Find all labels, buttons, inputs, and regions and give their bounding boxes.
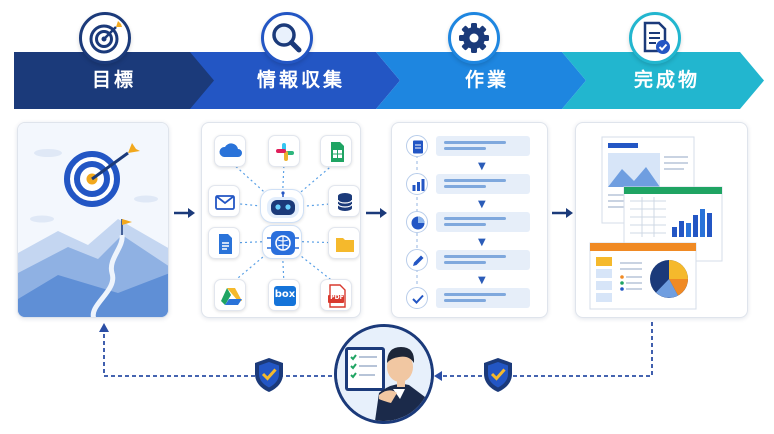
shield-check-icon bbox=[484, 358, 512, 392]
sheets-source bbox=[320, 135, 352, 167]
pdf-label: PDF bbox=[330, 294, 344, 301]
sources-card: box PDF bbox=[201, 122, 361, 318]
box-label: box bbox=[274, 289, 296, 300]
sheets-icon bbox=[331, 142, 344, 162]
stage-output-label: 完成物 bbox=[633, 69, 700, 91]
search-badge bbox=[261, 12, 313, 64]
step-4-node bbox=[406, 249, 428, 271]
stage-work-label: 作業 bbox=[464, 69, 509, 91]
stage-output: 完成物 bbox=[562, 52, 764, 109]
gear-icon bbox=[459, 23, 489, 53]
step-down-arrow: ▼ bbox=[478, 237, 486, 248]
step-down-arrow: ▼ bbox=[478, 275, 486, 286]
stage-work: 作業 bbox=[376, 52, 586, 109]
drive-icon bbox=[221, 288, 242, 305]
cloud-source bbox=[214, 135, 246, 167]
step-2-bar bbox=[436, 174, 530, 194]
folder-source bbox=[328, 227, 360, 259]
stage-output-shape bbox=[562, 52, 764, 109]
search-icon bbox=[272, 23, 302, 53]
step-3-node bbox=[406, 211, 428, 233]
step-5-bar bbox=[436, 288, 530, 308]
pdf-source: PDF bbox=[320, 279, 352, 311]
arrow-right-icon bbox=[174, 208, 195, 218]
step-down-arrow: ▼ bbox=[478, 161, 486, 172]
step-1-bar bbox=[436, 136, 530, 156]
docs-source bbox=[208, 227, 240, 259]
database-icon bbox=[337, 193, 353, 211]
slack-source bbox=[268, 135, 300, 167]
mail-source bbox=[208, 185, 240, 217]
check-icon bbox=[412, 294, 424, 304]
arrow-right-icon bbox=[366, 208, 387, 218]
box-source: box bbox=[268, 279, 300, 311]
drive-source bbox=[214, 279, 246, 311]
reviewer-avatar bbox=[334, 324, 434, 424]
cloud-icon bbox=[219, 143, 242, 157]
brain-hub bbox=[262, 225, 302, 259]
step-4-bar bbox=[436, 250, 530, 270]
pencil-icon bbox=[413, 255, 424, 266]
stage-work-shape bbox=[376, 52, 586, 109]
box-icon bbox=[274, 286, 296, 306]
goal-card bbox=[17, 122, 169, 318]
pdf-icon bbox=[328, 284, 346, 308]
step-2-node bbox=[406, 173, 428, 195]
robot-hub bbox=[260, 189, 304, 223]
step-5-node bbox=[406, 287, 428, 309]
stage-collect-label: 情報収集 bbox=[256, 69, 345, 91]
step-1-node bbox=[406, 135, 428, 157]
robot-icon bbox=[267, 191, 299, 218]
mail-icon bbox=[215, 195, 235, 210]
step-3-bar bbox=[436, 212, 530, 232]
step-down-arrow: ▼ bbox=[478, 199, 486, 210]
stage-collect: 情報収集 bbox=[190, 52, 400, 109]
stage-goal-shape bbox=[14, 52, 224, 109]
document-check-icon bbox=[643, 21, 670, 54]
stage-goal: 目標 bbox=[14, 52, 224, 109]
document-check-badge bbox=[629, 12, 681, 64]
stage-collect-shape bbox=[190, 52, 400, 109]
document-icon bbox=[413, 140, 423, 154]
shield-check-icon bbox=[255, 358, 283, 392]
bar-chart-icon bbox=[412, 179, 425, 191]
pie-chart-icon bbox=[411, 216, 425, 230]
gear-badge bbox=[448, 12, 500, 64]
work-card: ▼ ▼ ▼ ▼ bbox=[391, 122, 548, 318]
arrow-right-icon bbox=[552, 208, 573, 218]
slack-icon bbox=[276, 143, 294, 161]
stage-goal-label: 目標 bbox=[91, 69, 136, 91]
target-badge bbox=[79, 12, 131, 64]
deliverables-illustration bbox=[589, 136, 723, 310]
docs-icon bbox=[219, 234, 232, 254]
target-icon bbox=[89, 21, 122, 54]
person-reviewing-icon bbox=[337, 327, 431, 421]
goal-illustration bbox=[18, 123, 168, 317]
output-card bbox=[575, 122, 748, 318]
database-source bbox=[328, 185, 360, 217]
brain-chip-icon bbox=[267, 231, 299, 255]
folder-icon bbox=[336, 238, 354, 252]
